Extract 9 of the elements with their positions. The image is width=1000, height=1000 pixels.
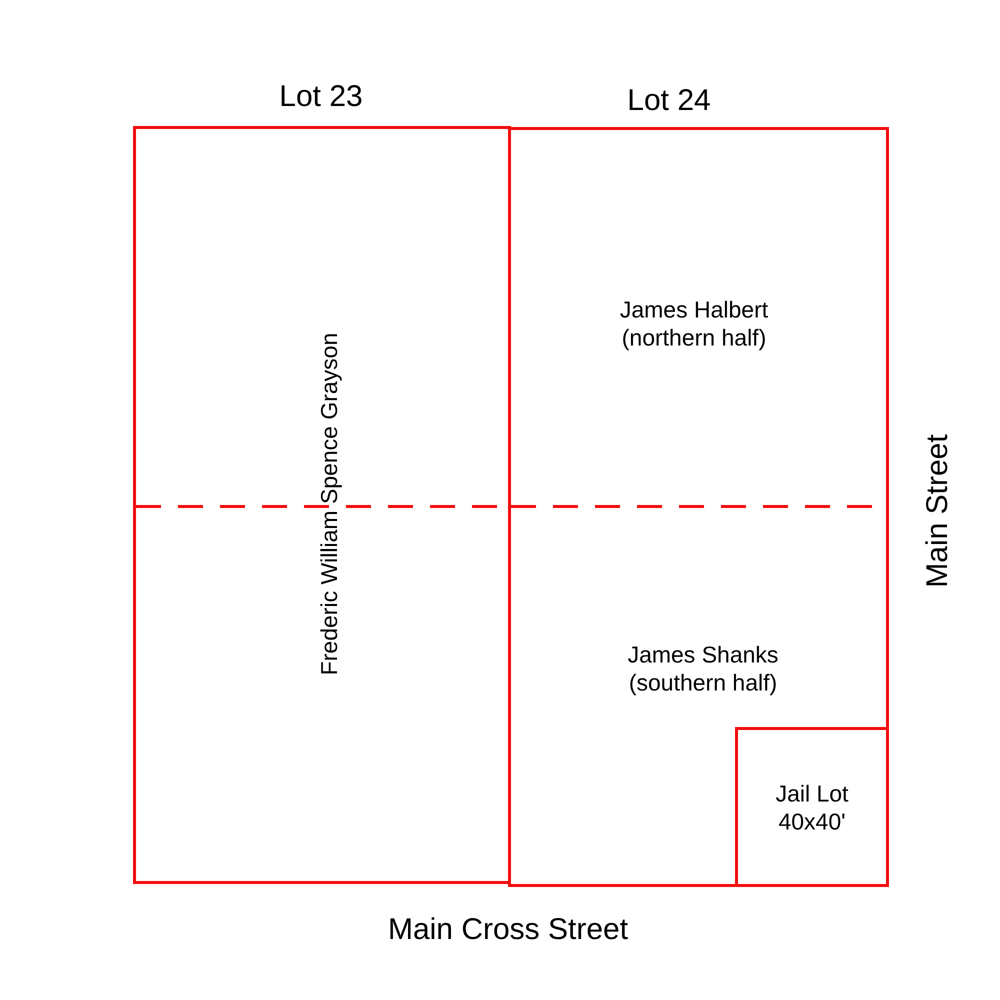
lot-number: Lot 24 bbox=[627, 83, 711, 119]
lot-number: Lot 23 bbox=[279, 79, 363, 115]
street-name: Main Street bbox=[920, 434, 955, 588]
owner-name: Frederic William Spence Grayson bbox=[316, 332, 344, 676]
owner-name: James Halbert (northern half) bbox=[618, 296, 770, 352]
street-name: Main Cross Street bbox=[388, 912, 628, 948]
jail-lot-label: Jail Lot 40x40' bbox=[774, 780, 850, 836]
owner-name: James Shanks (southern half) bbox=[626, 641, 780, 697]
jail-lot-parcel bbox=[735, 727, 886, 884]
